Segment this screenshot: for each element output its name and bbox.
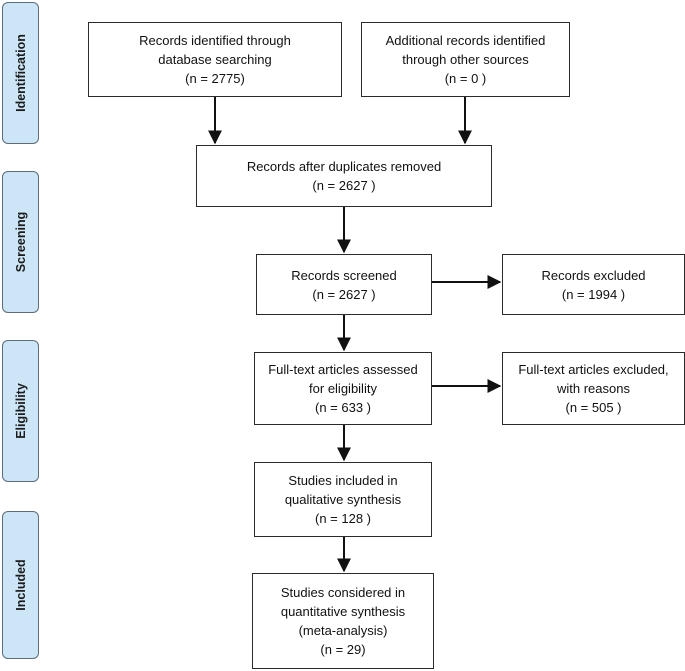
box-line: (n = 2627 ) [312, 286, 376, 302]
box-line: Records identified through [139, 33, 291, 48]
box-line: quantitative synthesis [280, 604, 406, 619]
box-quantitative: Studies considered in quantitative synth… [252, 573, 434, 669]
box-screened-text: Records screened (n = 2627 ) [291, 266, 397, 304]
box-line: qualitative synthesis [284, 492, 402, 507]
box-line: database searching [158, 52, 272, 67]
box-line: (meta-analysis) [298, 623, 388, 638]
box-line: (n = 505 ) [565, 400, 622, 415]
box-after-duplicates: Records after duplicates removed (n = 26… [196, 145, 492, 207]
phase-eligibility: Eligibility [2, 340, 39, 482]
box-line: Full-text articles excluded, [518, 362, 669, 377]
box-line: (n = 29) [320, 642, 366, 657]
box-database-records-text: Records identified through database sear… [139, 31, 291, 88]
box-line: for eligibility [309, 381, 377, 396]
box-excluded: Records excluded (n = 1994 ) [502, 254, 685, 315]
box-line: Records screened [291, 267, 397, 283]
box-line: (n = 128 ) [314, 511, 371, 526]
box-fulltext-excluded: Full-text articles excluded, with reason… [502, 352, 685, 425]
box-qualitative-text: Studies included in qualitative synthesi… [285, 471, 401, 528]
box-other-records: Additional records identified through ot… [361, 22, 570, 97]
box-line: through other sources [402, 52, 529, 67]
box-line: Full-text articles assessed [268, 362, 418, 377]
phase-screening: Screening [2, 171, 39, 313]
box-line: (n = 0 ) [444, 71, 487, 86]
box-database-records: Records identified through database sear… [88, 22, 342, 97]
phase-included: Included [2, 511, 39, 659]
box-other-records-text: Additional records identified through ot… [386, 31, 546, 88]
box-fulltext-assessed: Full-text articles assessed for eligibil… [254, 352, 432, 425]
box-line: Records excluded [541, 267, 646, 283]
phase-identification: Identification [2, 2, 39, 144]
box-line: (n = 2775) [185, 71, 245, 86]
box-after-duplicates-text: Records after duplicates removed (n = 26… [247, 157, 441, 195]
box-fulltext-excluded-text: Full-text articles excluded, with reason… [518, 360, 668, 417]
box-qualitative: Studies included in qualitative synthesi… [254, 462, 432, 537]
box-line: with reasons [557, 381, 630, 396]
box-line: Studies included in [288, 473, 398, 488]
box-line: (n = 633 ) [314, 400, 371, 415]
box-excluded-text: Records excluded (n = 1994 ) [541, 266, 645, 304]
box-line: (n = 1994 ) [561, 286, 626, 302]
box-screened: Records screened (n = 2627 ) [256, 254, 432, 315]
box-line: Additional records identified [385, 33, 546, 48]
box-fulltext-assessed-text: Full-text articles assessed for eligibil… [268, 360, 418, 417]
box-line: (n = 2627 ) [312, 178, 376, 193]
box-line: Records after duplicates removed [246, 159, 442, 174]
box-line: Studies considered in [280, 585, 406, 600]
box-quantitative-text: Studies considered in quantitative synth… [281, 583, 405, 659]
